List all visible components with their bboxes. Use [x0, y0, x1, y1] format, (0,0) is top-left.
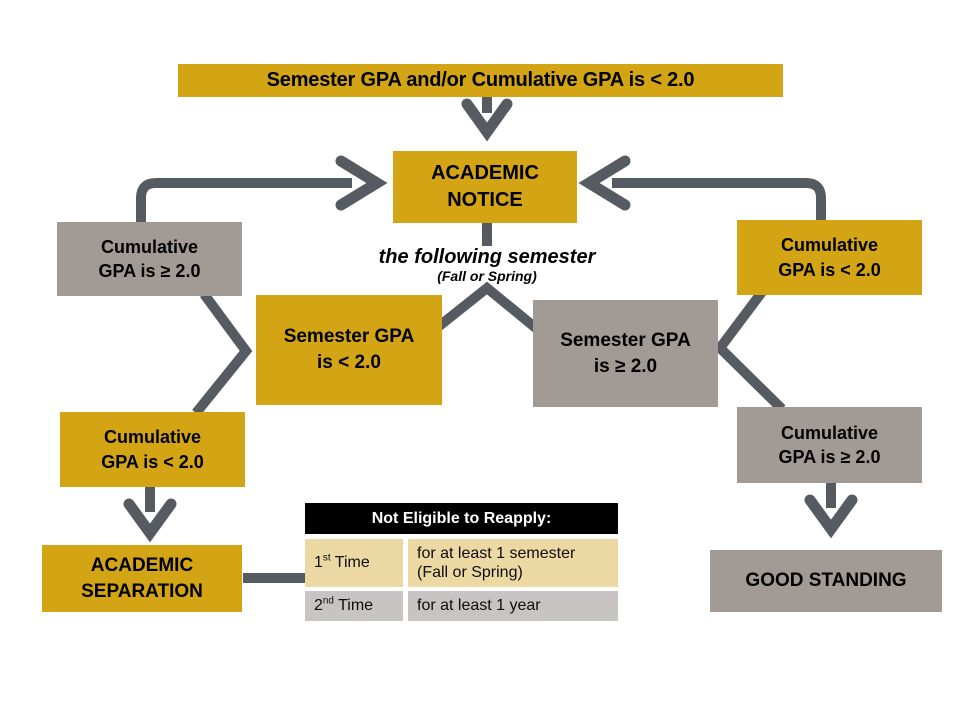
connector-left-branch: [192, 291, 253, 417]
label-following-semester-group: the following semester (Fall or Spring): [337, 246, 637, 285]
label-fall-or-spring: (Fall or Spring): [437, 268, 537, 284]
node-cumulative-lt-upper-right: Cumulative GPA is < 2.0: [737, 220, 922, 295]
arrow-banner-to-notice: [461, 97, 513, 142]
node-good-standing: GOOD STANDING: [710, 550, 942, 612]
arrow-to-good-standing: [804, 483, 858, 539]
reapply-ordinal-cell: 1st Time: [305, 539, 403, 587]
connector-split-semester: [434, 281, 541, 333]
node-cumulative-lt-lower-left: Cumulative GPA is < 2.0: [60, 412, 245, 487]
node-academic-notice: ACADEMIC NOTICE: [393, 151, 577, 223]
arrow-to-separation: [123, 487, 177, 543]
reapply-table-header: Not Eligible to Reapply:: [305, 503, 618, 534]
node-academic-separation: ACADEMIC SEPARATION: [42, 545, 242, 612]
table-row: 2nd Time for at least 1 year: [305, 591, 618, 621]
arrow-left-return-to-notice: [136, 155, 388, 224]
node-semester-lt: Semester GPA is < 2.0: [256, 295, 442, 405]
label-following-semester: the following semester: [378, 246, 596, 268]
arrow-right-return-to-notice: [578, 155, 826, 222]
connector-right-branch: [713, 289, 786, 413]
node-semester-ge: Semester GPA is ≥ 2.0: [533, 300, 718, 407]
banner-gpa-condition: Semester GPA and/or Cumulative GPA is < …: [178, 64, 783, 97]
node-cumulative-ge-lower-right: Cumulative GPA is ≥ 2.0: [737, 407, 922, 483]
reapply-table: Not Eligible to Reapply: 1st Time for at…: [305, 503, 618, 625]
reapply-desc-cell: for at least 1 year: [408, 591, 618, 621]
reapply-desc-cell: for at least 1 semester (Fall or Spring): [408, 539, 618, 587]
node-cumulative-ge-upper-left: Cumulative GPA is ≥ 2.0: [57, 222, 242, 296]
table-row: 1st Time for at least 1 semester (Fall o…: [305, 539, 618, 587]
reapply-ordinal-cell: 2nd Time: [305, 591, 403, 621]
